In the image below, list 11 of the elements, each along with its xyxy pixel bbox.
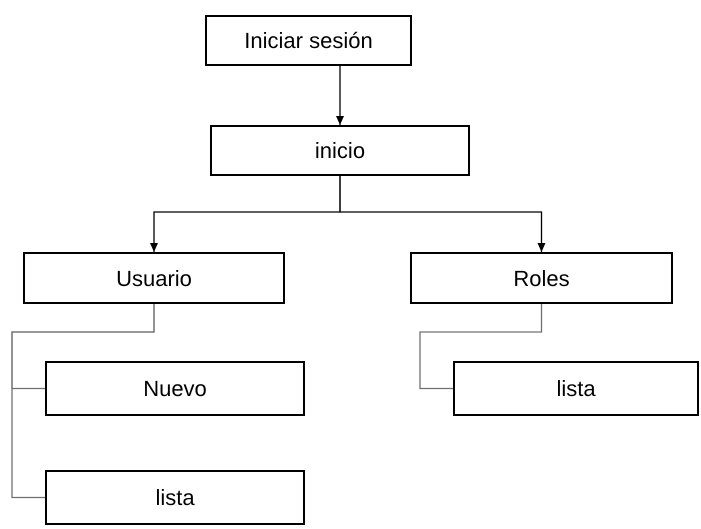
connector — [339, 176, 546, 252]
process-box: lista — [453, 361, 699, 416]
process-box: Roles — [410, 252, 673, 304]
process-box: inicio — [210, 125, 470, 176]
process-box: Usuario — [23, 252, 285, 304]
process-box: Nuevo — [45, 361, 305, 416]
connector — [11, 304, 155, 498]
process-box: lista — [45, 470, 305, 525]
connector — [419, 304, 542, 390]
connector — [336, 66, 344, 125]
process-box: Iniciar sesión — [205, 15, 412, 66]
